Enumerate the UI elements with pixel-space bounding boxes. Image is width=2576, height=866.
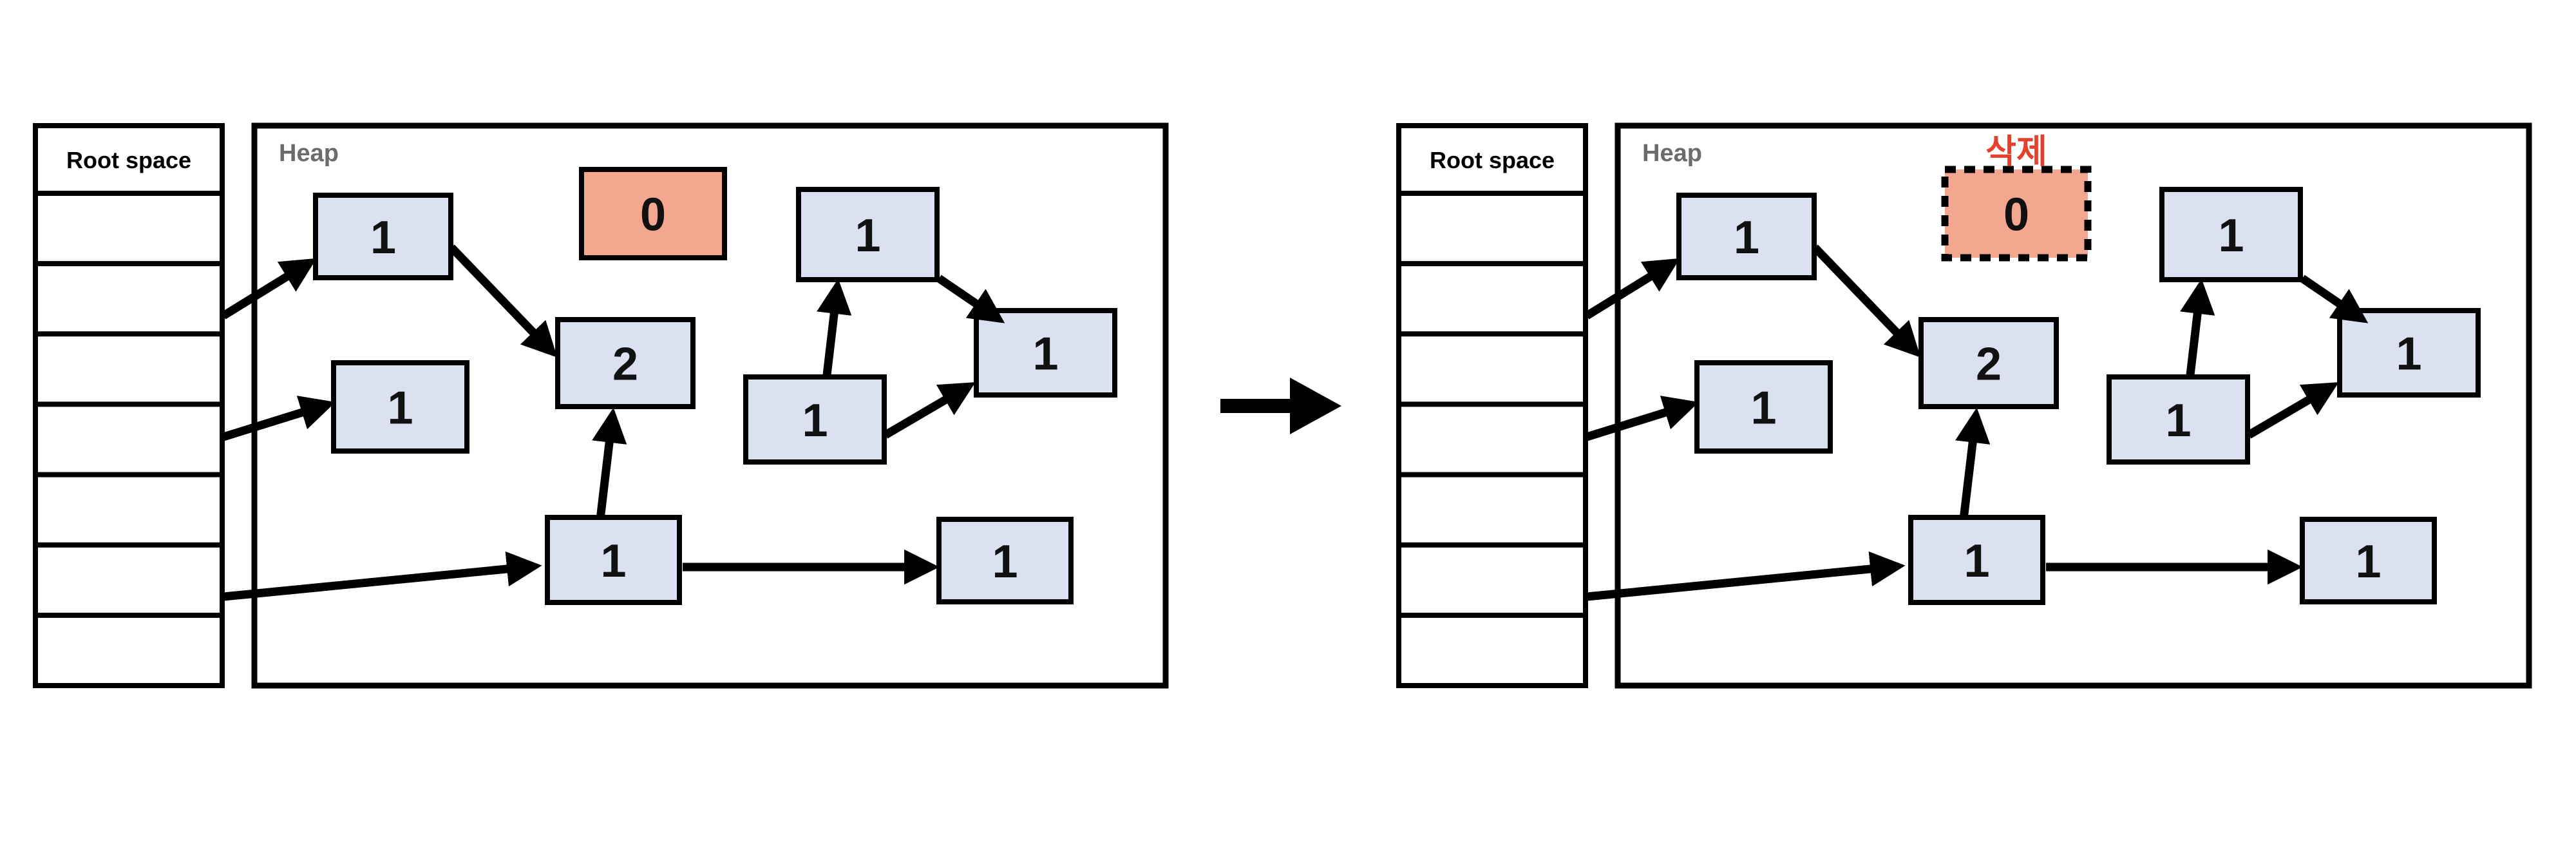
node-ref-count: 2 bbox=[1976, 339, 2002, 390]
heap-node bbox=[555, 317, 696, 409]
heap-label: Heap bbox=[279, 140, 339, 167]
reference-arrow bbox=[448, 244, 558, 358]
heap-label: Heap bbox=[1642, 140, 1702, 167]
reference-arrow bbox=[1955, 407, 1991, 520]
heap-node bbox=[1694, 360, 1833, 454]
heap-node bbox=[1918, 317, 2059, 409]
node-ref-count: 1 bbox=[802, 395, 828, 447]
node-ref-count: 1 bbox=[2396, 329, 2421, 380]
node-ref-count: 1 bbox=[387, 383, 413, 434]
heap-node bbox=[331, 360, 469, 454]
node-ref-count: 1 bbox=[1750, 383, 1776, 434]
heap-node bbox=[796, 187, 940, 282]
delete-label: 삭제 bbox=[1985, 133, 2047, 171]
reference-arrow bbox=[883, 382, 976, 439]
root-reference-arrow bbox=[1584, 258, 1680, 320]
node-ref-count: 0 bbox=[2003, 189, 2029, 241]
node-ref-count: 1 bbox=[855, 210, 880, 262]
heap-node bbox=[974, 308, 1117, 398]
transition-arrow bbox=[1220, 378, 1341, 434]
node-ref-count: 1 bbox=[1032, 329, 1058, 380]
heap-node bbox=[743, 374, 887, 465]
heap-node bbox=[1908, 515, 2045, 605]
reference-arrow bbox=[817, 278, 852, 376]
reference-arrow bbox=[592, 407, 627, 520]
heap-node bbox=[313, 193, 453, 280]
reference-arrow bbox=[936, 274, 1005, 323]
root-space-header: Root space bbox=[66, 147, 191, 173]
freed-heap-node bbox=[1941, 166, 2092, 262]
heap-node bbox=[2337, 308, 2481, 398]
transition-arrow-shaft bbox=[1220, 399, 1293, 413]
heap-node bbox=[2107, 374, 2250, 465]
reference-arrow bbox=[2246, 382, 2339, 439]
transition-arrow-head bbox=[1290, 378, 1341, 434]
node-ref-count: 1 bbox=[600, 535, 626, 587]
heap-node bbox=[2159, 187, 2303, 282]
node-ref-count: 1 bbox=[1964, 535, 1989, 587]
heap-node bbox=[1676, 193, 1817, 280]
panel-1: Root space Heap 1 0 1 2 1 1 1 1 1 삭제 bbox=[1396, 122, 2532, 689]
root-reference-arrow bbox=[223, 551, 542, 601]
reference-arrow bbox=[1812, 244, 1921, 358]
node-ref-count: 2 bbox=[612, 339, 638, 390]
node-ref-count: 1 bbox=[1734, 212, 1759, 264]
root-reference-arrow bbox=[222, 396, 336, 441]
heap-node bbox=[545, 515, 682, 605]
freed-heap-node bbox=[579, 167, 727, 260]
reference-arrow bbox=[2300, 274, 2369, 323]
root-space-header: Root space bbox=[1430, 147, 1555, 173]
reference-arrow bbox=[2180, 278, 2215, 376]
node-ref-count: 0 bbox=[640, 189, 666, 241]
node-ref-count: 1 bbox=[2355, 536, 2381, 588]
node-ref-count: 1 bbox=[2218, 210, 2244, 262]
root-reference-arrow bbox=[1586, 396, 1700, 441]
root-reference-arrow bbox=[1586, 551, 1906, 601]
node-ref-count: 1 bbox=[2165, 395, 2191, 447]
node-ref-count: 1 bbox=[992, 536, 1018, 588]
node-ref-count: 1 bbox=[370, 212, 396, 264]
root-reference-arrow bbox=[221, 258, 317, 320]
panel-0: Root space Heap 1 0 1 2 1 1 1 1 1 bbox=[33, 122, 1169, 689]
